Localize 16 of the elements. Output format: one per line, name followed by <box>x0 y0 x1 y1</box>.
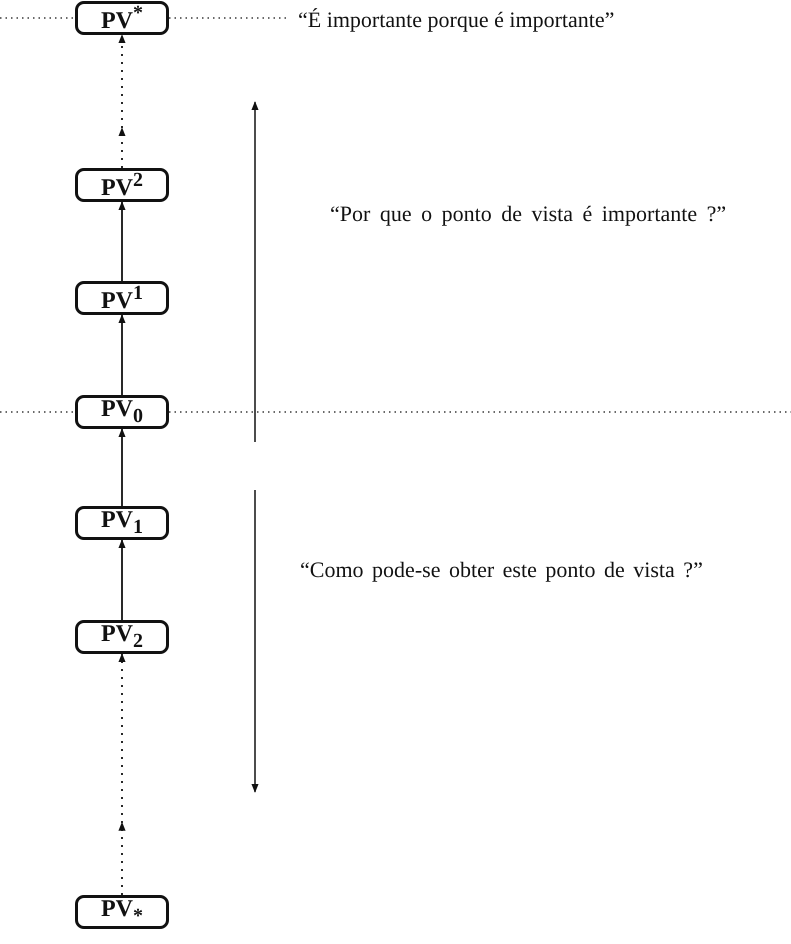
process-box: PV$_{1}$ <box>75 506 169 540</box>
process-box: PV$_{2}$ <box>75 620 169 654</box>
quote-text: “É importante porque é importante” <box>298 6 616 34</box>
arrow <box>118 35 126 168</box>
process-box: PV$_{0}$ <box>75 395 169 429</box>
process-box: PV$_{*}$ <box>75 895 169 929</box>
process-box: PV$^{1}$ <box>75 281 169 315</box>
arrow <box>118 539 126 620</box>
process-box: PV$^{*}$ <box>75 1 169 35</box>
arrow <box>118 428 126 506</box>
arrow <box>118 654 126 895</box>
process-box: PV$^{2}$ <box>75 168 169 202</box>
arrow <box>118 314 126 395</box>
quote-text: “Como pode-se obter este ponto de vista ?” <box>300 556 704 584</box>
arrow <box>118 201 126 281</box>
quote-text: “Por que o ponto de vista é importante ?” <box>330 200 728 228</box>
